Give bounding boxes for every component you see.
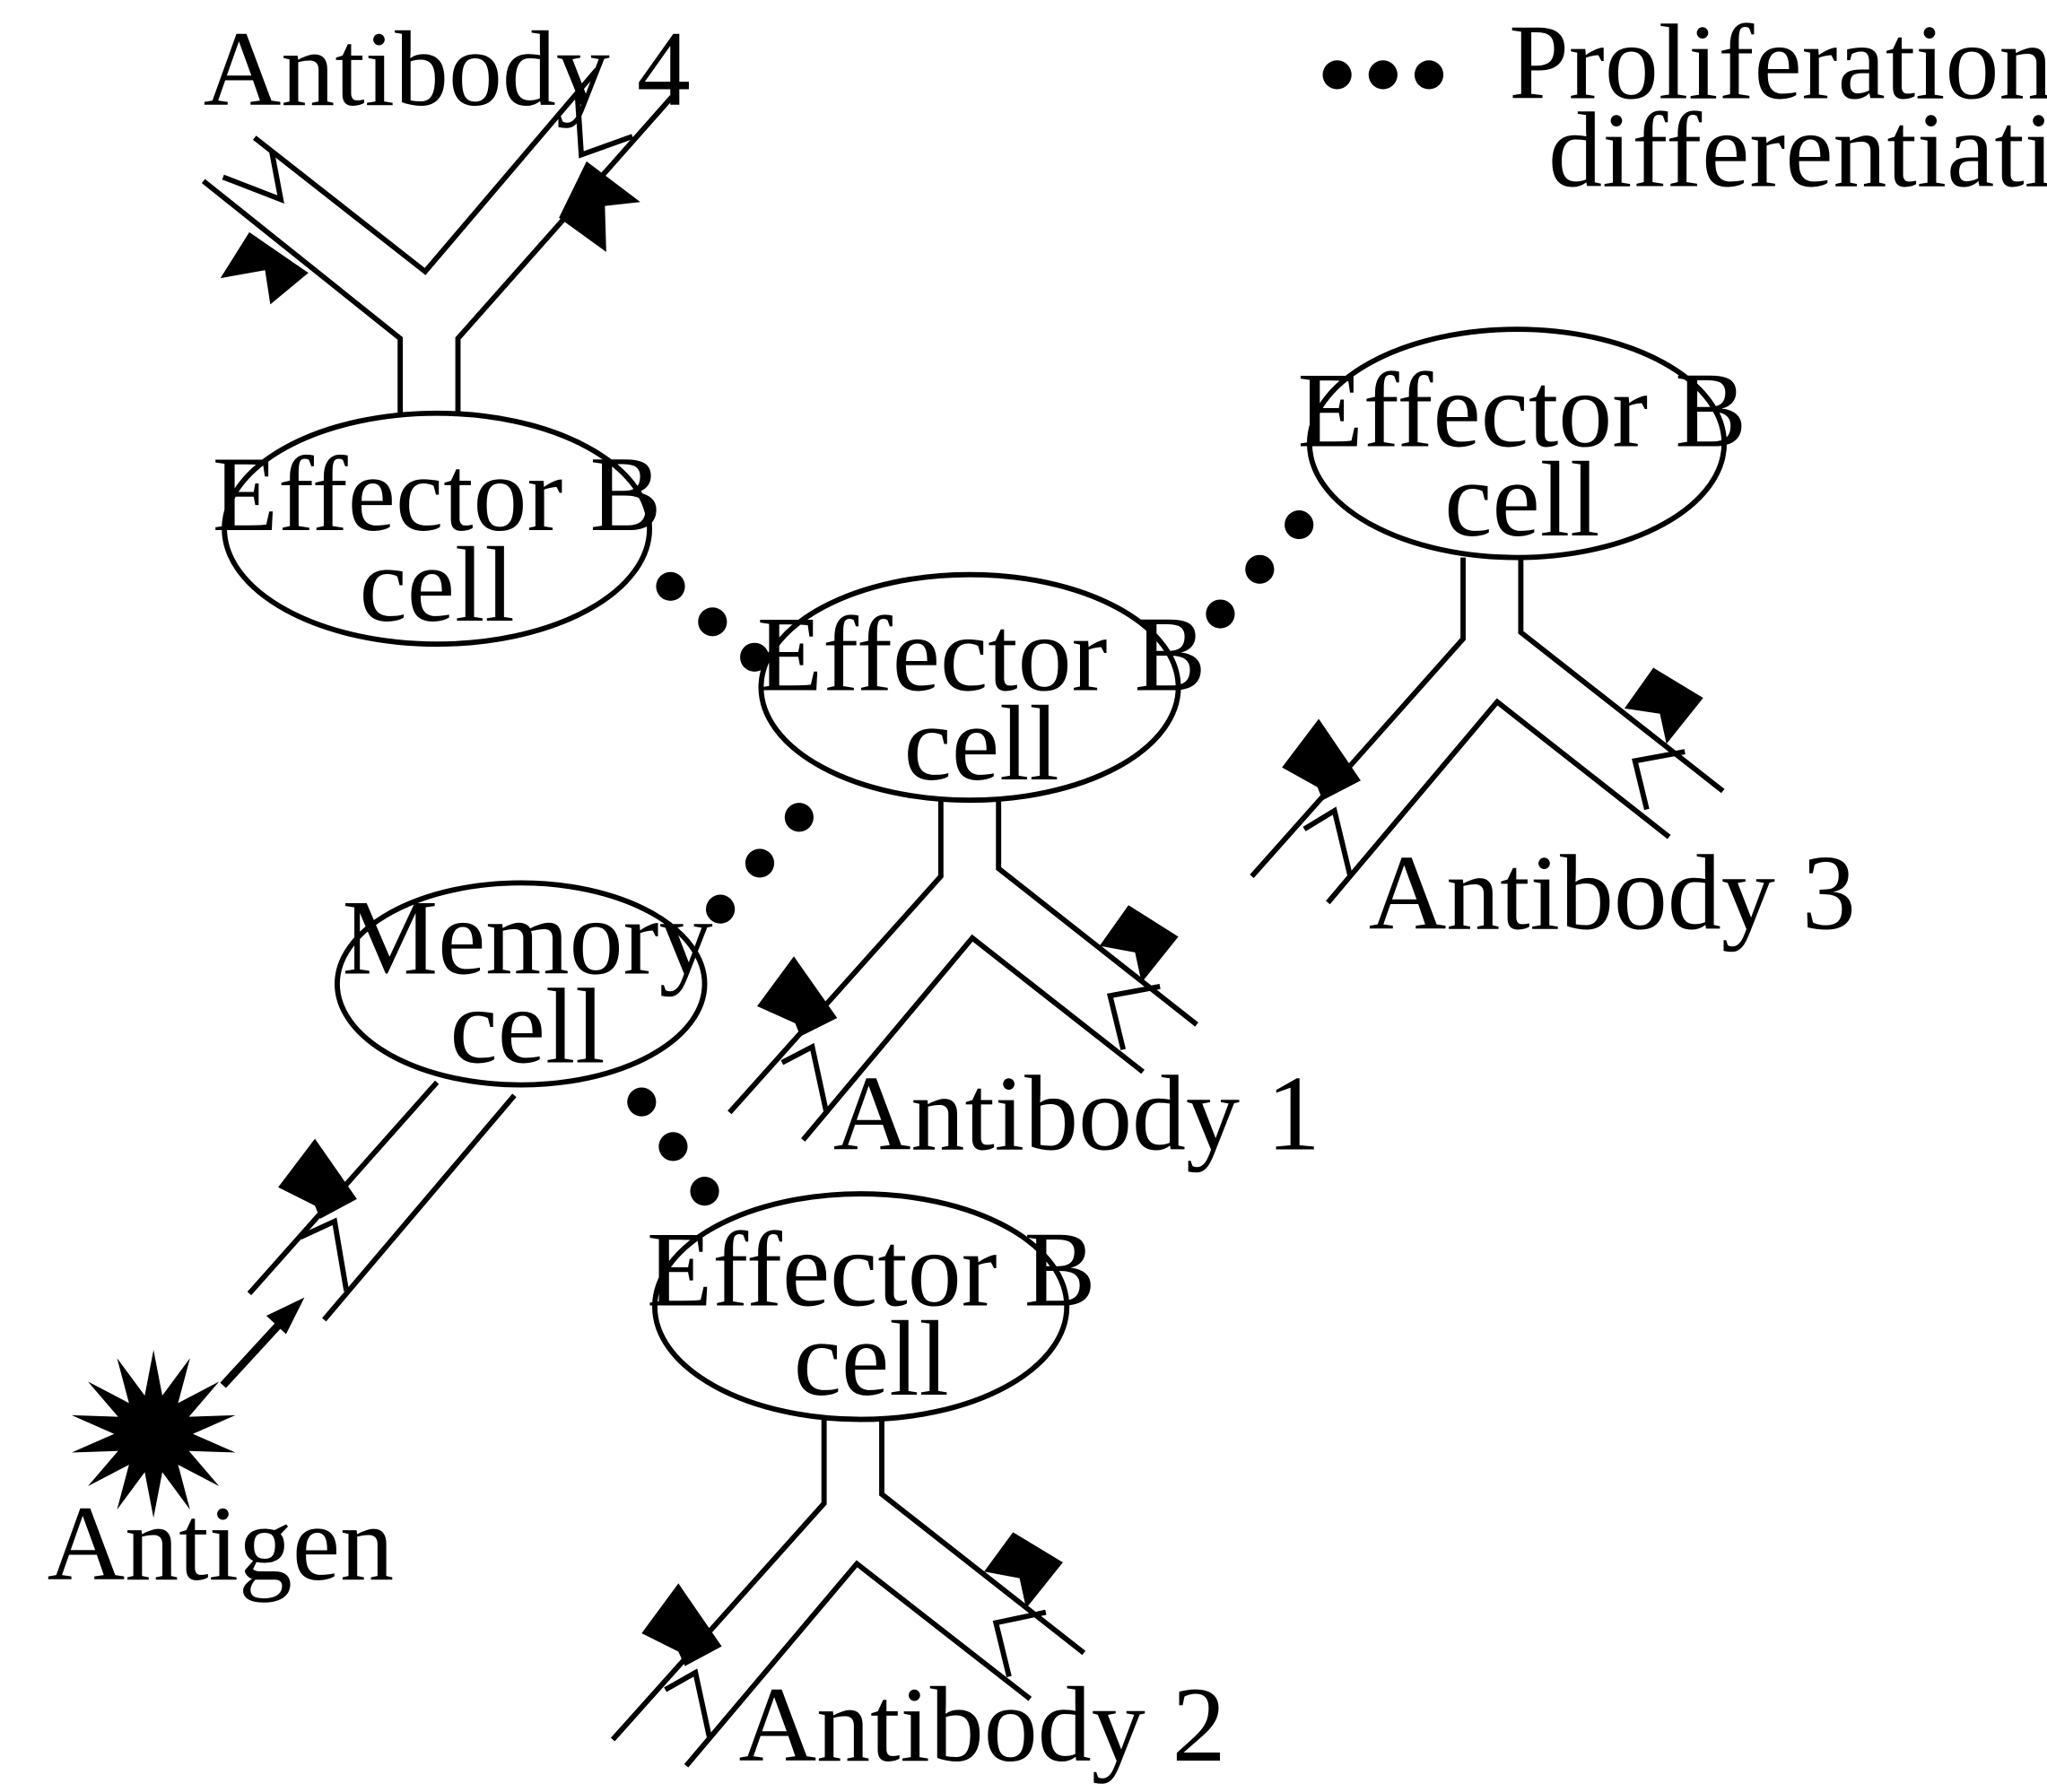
cell-outline	[1306, 326, 1728, 561]
antibody-2-icon	[610, 1416, 1086, 1768]
proliferation-dot	[1206, 599, 1235, 629]
cell-label-line2: cell	[904, 683, 1059, 803]
effector-b-cell-bottom: Effector B cell	[647, 1191, 1096, 1422]
cell-label-line1: Effector B	[1298, 350, 1747, 469]
legend-dot	[1368, 60, 1398, 90]
proliferation-dot	[698, 607, 727, 637]
proliferation-dot	[745, 848, 775, 878]
memory-cell: Memory cell	[335, 877, 713, 1088]
proliferation-dot	[690, 1177, 719, 1206]
proliferation-dot	[1285, 509, 1314, 540]
proliferation-dot	[740, 642, 770, 672]
antibody-3-label: Antibody 3	[1369, 833, 1856, 953]
cell-label-line1: Effector B	[213, 434, 662, 553]
antibody-4-label: Antibody 4	[204, 9, 691, 128]
legend: Proliferation and differentiation	[1322, 3, 2047, 210]
cell-label-line1: Effector B	[647, 1209, 1096, 1328]
antibody-4-icon	[201, 67, 675, 413]
cell-label-line2: cell	[449, 967, 605, 1086]
cell-outline	[758, 571, 1181, 804]
legend-label-line2: differentiation	[1548, 91, 2047, 210]
legend-label-line1: Proliferation and	[1509, 3, 2047, 122]
legend-dot	[1414, 60, 1444, 90]
cell-label-line2: cell	[1444, 439, 1599, 559]
legend-dot	[1322, 60, 1352, 90]
cell-outline	[222, 410, 653, 648]
proliferation-dot	[784, 803, 814, 832]
proliferation-dot	[656, 571, 685, 601]
cell-label-line2: cell	[360, 525, 515, 644]
proliferation-dot	[1245, 554, 1275, 584]
antigen-label: Antigen	[48, 1483, 394, 1603]
cell-outline	[335, 880, 708, 1088]
cell-label-line1: Effector B	[757, 594, 1206, 713]
memory-receptor-icon	[247, 1080, 517, 1322]
effector-b-cell-center: Effector B cell	[757, 571, 1206, 804]
proliferation-dot	[627, 1087, 657, 1117]
proliferation-dots	[627, 509, 1314, 1206]
antibody-2-label: Antibody 2	[739, 1665, 1226, 1784]
antibody-1-label: Antibody 1	[833, 1053, 1320, 1172]
proliferation-dot	[658, 1132, 688, 1161]
antibody-3-icon	[1250, 557, 1725, 905]
cell-label-line2: cell	[794, 1299, 949, 1418]
antibody-1-icon	[727, 800, 1198, 1142]
starburst-icon	[71, 1350, 236, 1518]
proliferation-dot	[705, 894, 736, 924]
cell-label-line1: Memory	[343, 877, 713, 996]
arrow-icon	[220, 1297, 305, 1388]
effector-b-cell-top-left: Effector B cell	[213, 410, 662, 648]
effector-b-cell-right: Effector B cell	[1298, 326, 1747, 561]
cell-outline	[652, 1191, 1070, 1422]
